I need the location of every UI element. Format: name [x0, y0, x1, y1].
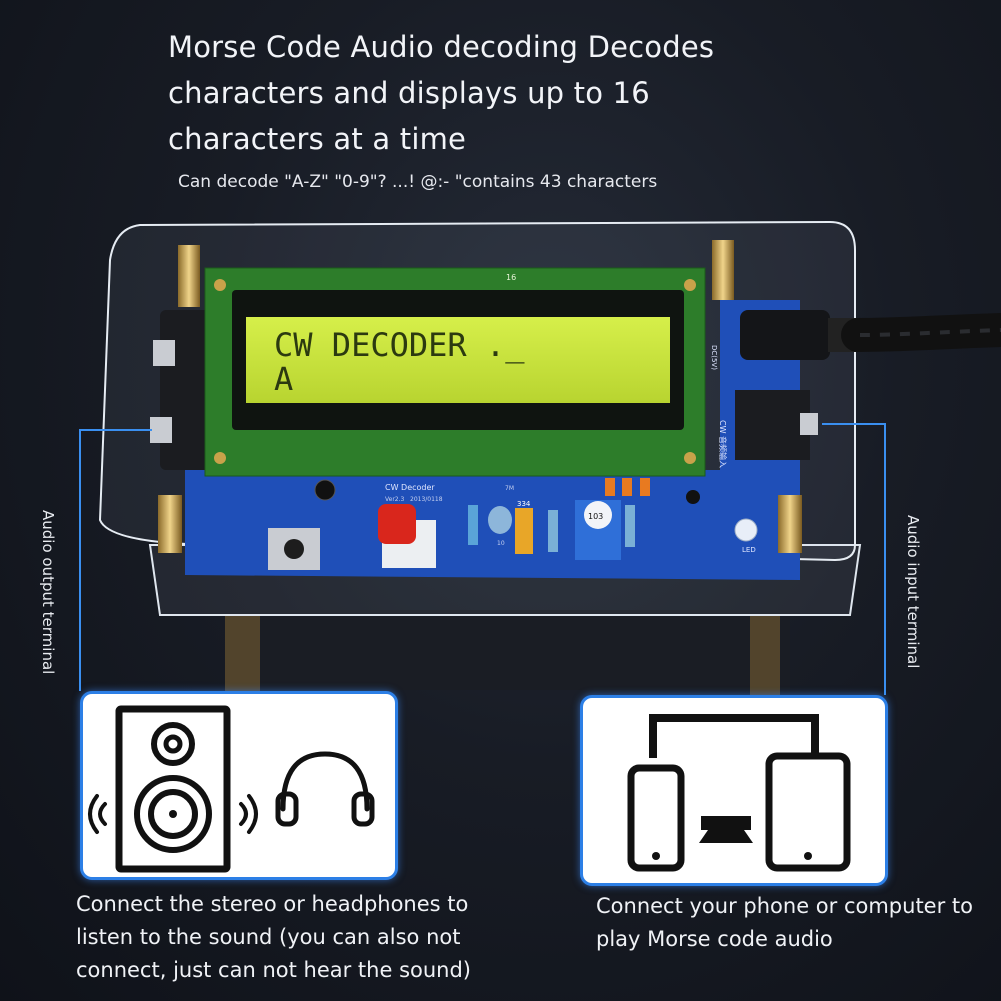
lcd-line-1: CW DECODER ._	[274, 326, 525, 364]
audio-input-jack	[735, 390, 810, 460]
stand-base	[230, 610, 790, 690]
subline: Can decode "A-Z" "0-9"? ...! @:- "contai…	[178, 172, 658, 192]
speaker-icon	[115, 705, 231, 873]
pcb-version: Ver2.3	[385, 496, 405, 503]
cap-label: 334	[517, 500, 531, 508]
pcb-r1-label: 7M	[505, 485, 514, 492]
audio-input-card	[580, 695, 888, 886]
computer-monitor-icon	[649, 714, 819, 843]
lcd-screen	[246, 317, 670, 403]
pcb-r2-label: 10	[497, 540, 505, 547]
dc-label: DC(5V)	[710, 345, 718, 370]
pcb-date: 2013/0118	[410, 496, 443, 503]
audio-input-label: Audio input terminal	[904, 515, 922, 669]
audio-input-caption: Connect your phone or computer to play M…	[596, 894, 973, 951]
sound-waves-icon	[88, 794, 258, 834]
lcd-line-2: A	[274, 360, 293, 398]
right-connector-line	[822, 423, 886, 695]
left-connector-line	[79, 429, 152, 691]
led	[734, 518, 758, 542]
audio-output-label: Audio output terminal	[39, 510, 57, 675]
input-jack-label: CW 音频输入	[718, 420, 728, 468]
headline: Morse Code Audio decoding Decodes charac…	[168, 30, 715, 156]
standoffs	[158, 240, 802, 553]
capacitor	[488, 506, 512, 534]
phone-icon	[627, 764, 685, 872]
pcb-label: CW Decoder	[385, 483, 435, 492]
red-button	[378, 504, 416, 544]
tablet-icon	[765, 752, 851, 872]
led-label: LED	[742, 546, 756, 554]
pot-label: 103	[588, 512, 603, 521]
dc-plug	[740, 310, 830, 360]
audio-output-jack	[160, 310, 210, 470]
lcd-row-number: 16	[506, 273, 516, 282]
audio-output-caption: Connect the stereo or headphones to list…	[76, 892, 472, 982]
audio-output-card	[80, 691, 398, 880]
headphones-icon	[275, 751, 375, 827]
